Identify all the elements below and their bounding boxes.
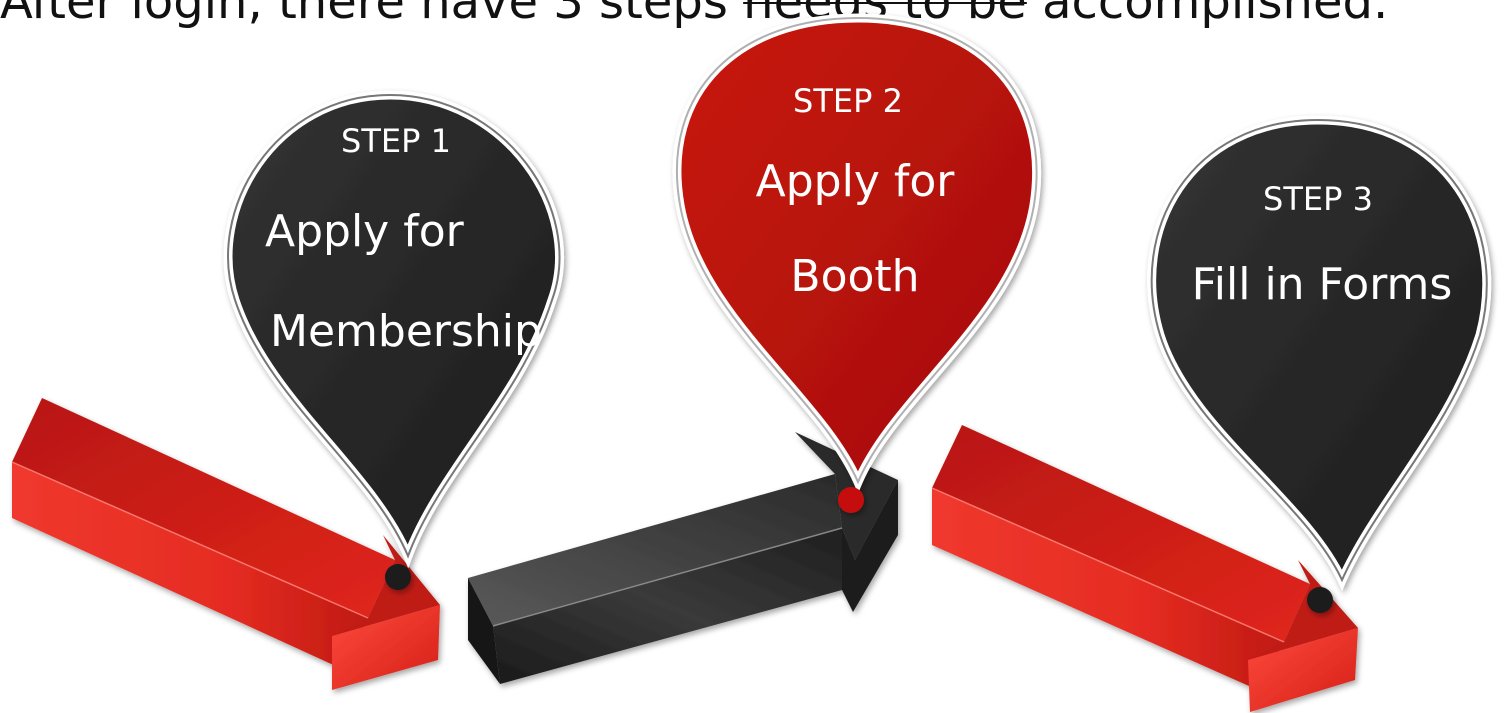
step-1-title-line1: Apply for	[265, 206, 464, 257]
step-2-title-line2: Booth	[790, 251, 920, 302]
step-3-label: STEP 3	[1263, 180, 1373, 218]
pin-2-dot	[838, 487, 864, 513]
step-3-title-line1: Fill in Forms	[1191, 259, 1453, 310]
pin-3-dot	[1307, 587, 1333, 613]
pin-1	[223, 90, 564, 590]
headline-tail: accomplished.	[1026, 0, 1389, 30]
arrow-1	[11, 398, 440, 690]
headline: After login, there have 3 steps needs to…	[0, 0, 1388, 26]
pin-1-dot	[385, 564, 411, 590]
step-1-title-line2: Membership	[270, 306, 542, 357]
step-1-label: STEP 1	[341, 122, 451, 160]
headline-lead: After login, there have 3 steps	[0, 0, 744, 30]
arrow-3	[931, 425, 1358, 712]
pin-2	[672, 13, 1042, 513]
step-2-label: STEP 2	[793, 82, 903, 120]
step-2-title-line1: Apply for	[755, 156, 955, 207]
arrow-2	[468, 432, 898, 684]
pin-3	[1147, 115, 1492, 613]
